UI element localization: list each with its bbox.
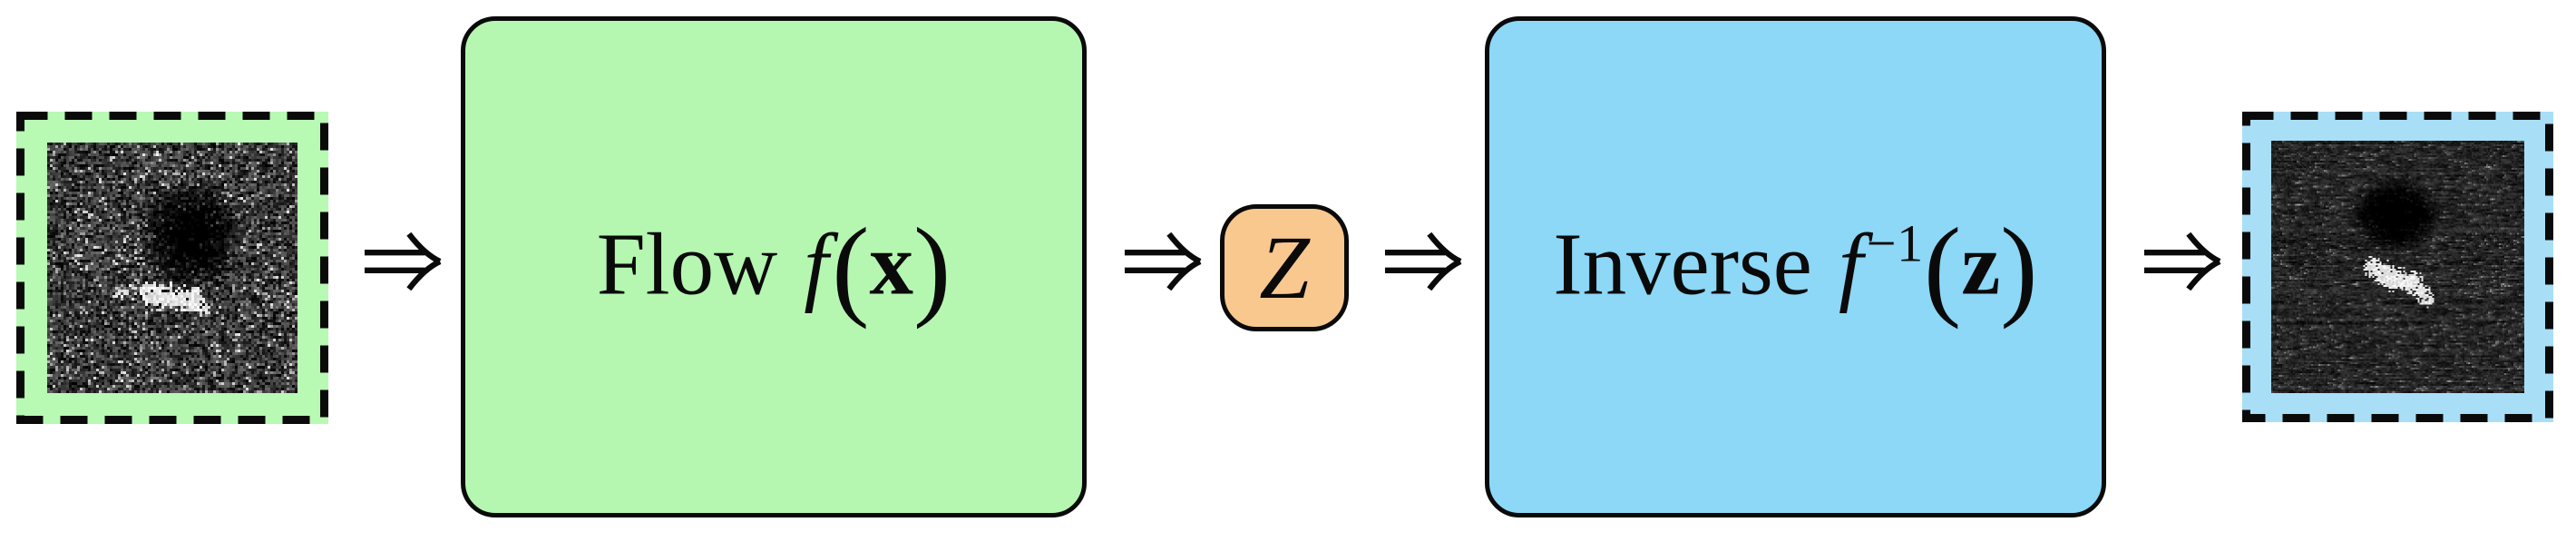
input-image-frame	[16, 112, 328, 424]
output-noisy-image	[2271, 141, 2524, 393]
rightarrow-icon	[2143, 232, 2221, 291]
rightarrow-icon	[1384, 232, 1462, 291]
latent-z-label: Z	[1259, 217, 1310, 318]
latent-z-box: Z	[1220, 204, 1349, 331]
dashed-border	[16, 112, 328, 424]
output-image-frame	[2242, 112, 2553, 422]
dashed-border	[2242, 112, 2553, 422]
rightarrow-icon	[1124, 232, 1202, 291]
rightarrow-icon	[364, 232, 442, 291]
input-noisy-image	[47, 143, 298, 393]
